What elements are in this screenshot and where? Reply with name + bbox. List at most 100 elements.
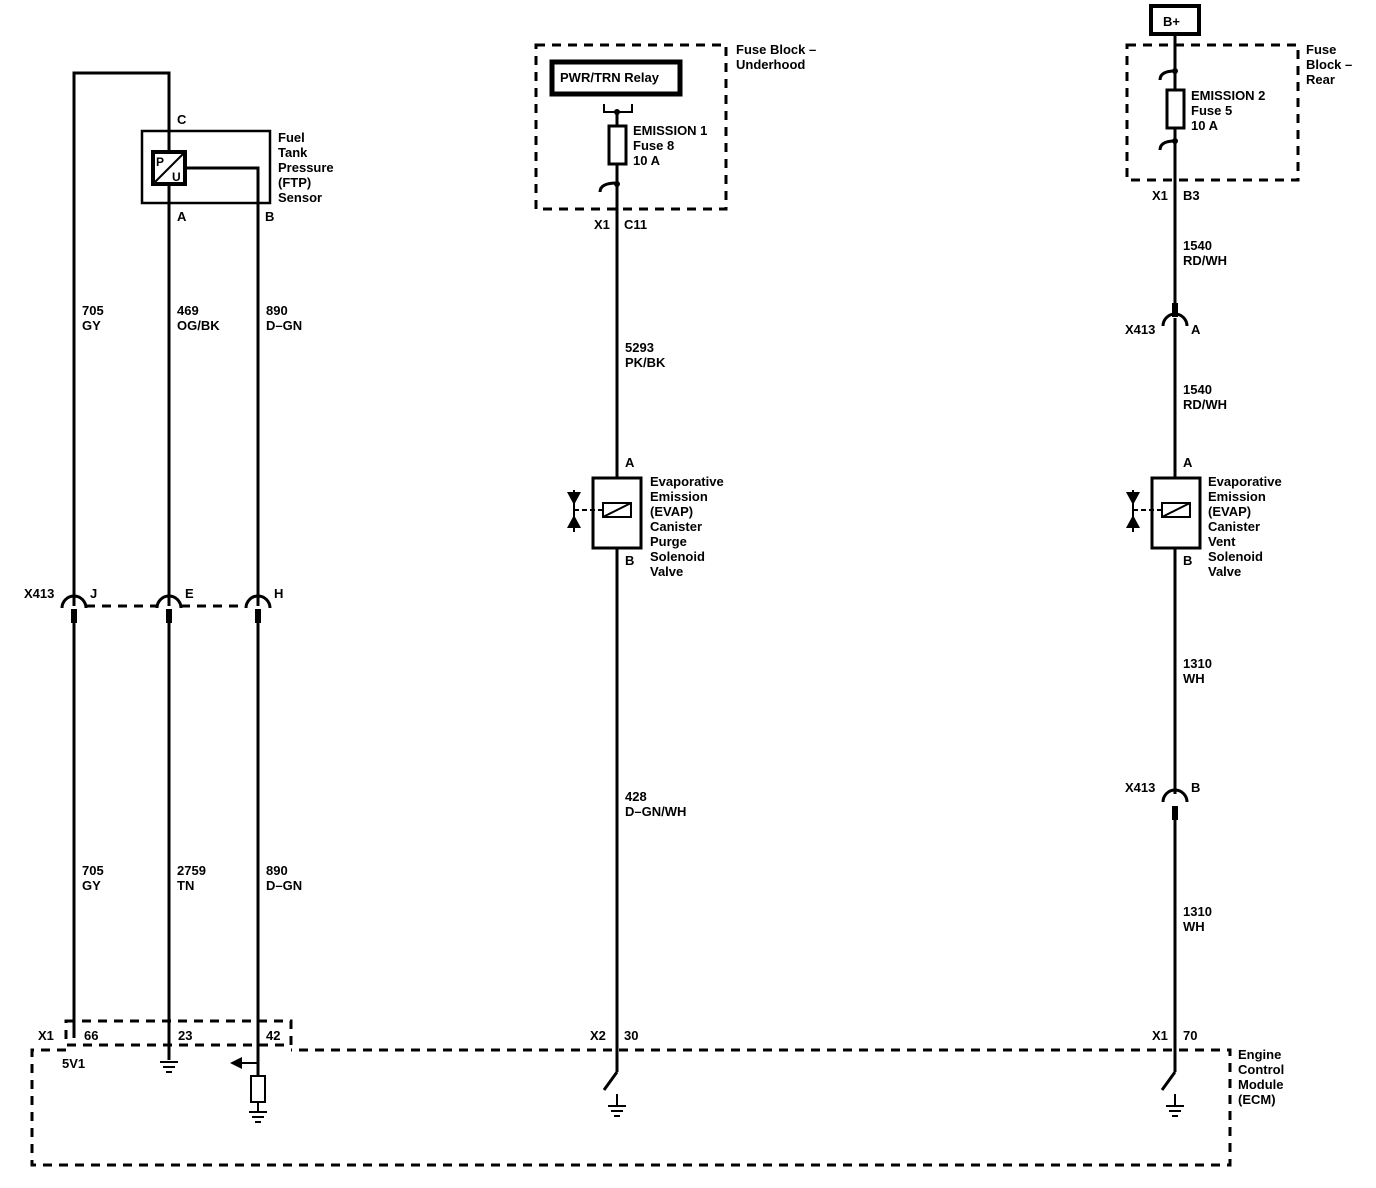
svg-text:469: 469 (177, 303, 199, 318)
relay-label: PWR/TRN Relay (560, 70, 660, 85)
low-side-driver-30-icon (602, 1071, 626, 1117)
svg-text:Valve: Valve (650, 564, 683, 579)
svg-text:1540: 1540 (1183, 238, 1212, 253)
ecm-input-pin-42-icon (230, 1057, 267, 1123)
svg-text:1540: 1540 (1183, 382, 1212, 397)
svg-text:WH: WH (1183, 671, 1205, 686)
fuse-emission-1-number: Fuse 8 (633, 138, 674, 153)
svg-text:A: A (1183, 455, 1193, 470)
svg-text:1310: 1310 (1183, 904, 1212, 919)
battery-label: B+ (1163, 14, 1180, 29)
svg-text:1310: 1310 (1183, 656, 1212, 671)
svg-text:Canister: Canister (1208, 519, 1260, 534)
svg-text:Evaporative: Evaporative (1208, 474, 1282, 489)
svg-text:890: 890 (266, 863, 288, 878)
svg-text:Pressure: Pressure (278, 160, 334, 175)
svg-text:Engine: Engine (1238, 1047, 1281, 1062)
svg-text:Canister: Canister (650, 519, 702, 534)
svg-text:Emission: Emission (650, 489, 708, 504)
svg-text:A: A (1191, 322, 1201, 337)
svg-text:Purge: Purge (650, 534, 687, 549)
fuse-emission-2: EMISSION 2 Fuse 5 10 A (1158, 34, 1265, 151)
svg-text:Fuel: Fuel (278, 130, 305, 145)
ecm-pin-30: 30 (624, 1028, 638, 1043)
fuse-emission-1-name: EMISSION 1 (633, 123, 707, 138)
ecm-label: Engine Control Module (ECM) (1238, 1047, 1284, 1107)
svg-text:Solenoid: Solenoid (650, 549, 705, 564)
fuse-block-underhood-label: Fuse Block – Underhood (736, 42, 816, 72)
connector-x413-a: X413 A (1125, 303, 1201, 337)
svg-text:(EVAP): (EVAP) (650, 504, 693, 519)
svg-text:Module: Module (1238, 1077, 1284, 1092)
svg-text:Rear: Rear (1306, 72, 1335, 87)
ecm-x2: X2 (590, 1028, 606, 1043)
fuse-emission-1: EMISSION 1 Fuse 8 10 A (598, 104, 707, 193)
svg-text:GY: GY (82, 878, 101, 893)
svg-text:B: B (265, 209, 274, 224)
svg-text:RD/WH: RD/WH (1183, 253, 1227, 268)
svg-text:TN: TN (177, 878, 194, 893)
connector-x413-b: X413 B (1125, 780, 1200, 820)
svg-text:RD/WH: RD/WH (1183, 397, 1227, 412)
pwr-trn-relay: PWR/TRN Relay (549, 59, 683, 97)
svg-text:705: 705 (82, 863, 104, 878)
low-side-driver-70-icon (1160, 1071, 1184, 1117)
ground-pin-23-icon (160, 1061, 178, 1073)
svg-text:5293: 5293 (625, 340, 654, 355)
battery-terminal: B+ (1149, 4, 1201, 36)
svg-text:X413: X413 (24, 586, 54, 601)
svg-text:428: 428 (625, 789, 647, 804)
svg-text:890: 890 (266, 303, 288, 318)
ecm-x1-right: X1 (1152, 1028, 1168, 1043)
svg-text:Sensor: Sensor (278, 190, 322, 205)
svg-text:Underhood: Underhood (736, 57, 805, 72)
vent-solenoid-valve: A B Evaporative Emission (EVAP) Canister… (1126, 455, 1282, 579)
svg-text:Fuse: Fuse (1306, 42, 1336, 57)
fuse-block-rear-outline (1125, 43, 1300, 182)
ecm-pin-23: 23 (178, 1028, 192, 1043)
fuse-emission-2-rating: 10 A (1191, 118, 1219, 133)
svg-text:B: B (1191, 780, 1200, 795)
wire-705-loop (72, 71, 171, 606)
ecm-outline (30, 1048, 1232, 1167)
ecm-pin-70: 70 (1183, 1028, 1197, 1043)
svg-text:H: H (274, 586, 283, 601)
svg-text:(EVAP): (EVAP) (1208, 504, 1251, 519)
ecm-x1-left: X1 (38, 1028, 54, 1043)
svg-text:D–GN: D–GN (266, 318, 302, 333)
svg-text:Solenoid: Solenoid (1208, 549, 1263, 564)
svg-text:E: E (185, 586, 194, 601)
svg-text:B: B (1183, 553, 1192, 568)
svg-text:U: U (172, 170, 181, 184)
svg-text:WH: WH (1183, 919, 1205, 934)
svg-text:P: P (156, 155, 164, 169)
svg-text:X413: X413 (1125, 780, 1155, 795)
svg-text:Block –: Block – (1306, 57, 1352, 72)
svg-text:D–GN: D–GN (266, 878, 302, 893)
svg-text:A: A (177, 209, 187, 224)
svg-text:(ECM): (ECM) (1238, 1092, 1276, 1107)
svg-text:Emission: Emission (1208, 489, 1266, 504)
ecm-5v-reference: 5V1 (62, 1056, 85, 1071)
svg-text:GY: GY (82, 318, 101, 333)
svg-text:Fuse Block –: Fuse Block – (736, 42, 816, 57)
svg-text:C: C (177, 112, 187, 127)
connector-rear-b3: B3 (1183, 188, 1200, 203)
svg-text:Vent: Vent (1208, 534, 1236, 549)
svg-text:Valve: Valve (1208, 564, 1241, 579)
svg-text:Evaporative: Evaporative (650, 474, 724, 489)
svg-text:J: J (90, 586, 97, 601)
connector-fuse-c11: C11 (624, 217, 647, 232)
connector-rear-x1: X1 (1152, 188, 1168, 203)
svg-text:PK/BK: PK/BK (625, 355, 666, 370)
svg-text:A: A (625, 455, 635, 470)
connector-x413-row: X413 J E H (24, 586, 283, 623)
ecm-pin-66: 66 (84, 1028, 98, 1043)
fuse-emission-2-number: Fuse 5 (1191, 103, 1232, 118)
connector-fuse-x1: X1 (594, 217, 610, 232)
fuse-block-rear-label: Fuse Block – Rear (1306, 42, 1352, 87)
svg-text:(FTP): (FTP) (278, 175, 311, 190)
svg-text:X413: X413 (1125, 322, 1155, 337)
purge-solenoid-valve: A B Evaporative Emission (EVAP) Canister… (567, 455, 724, 579)
